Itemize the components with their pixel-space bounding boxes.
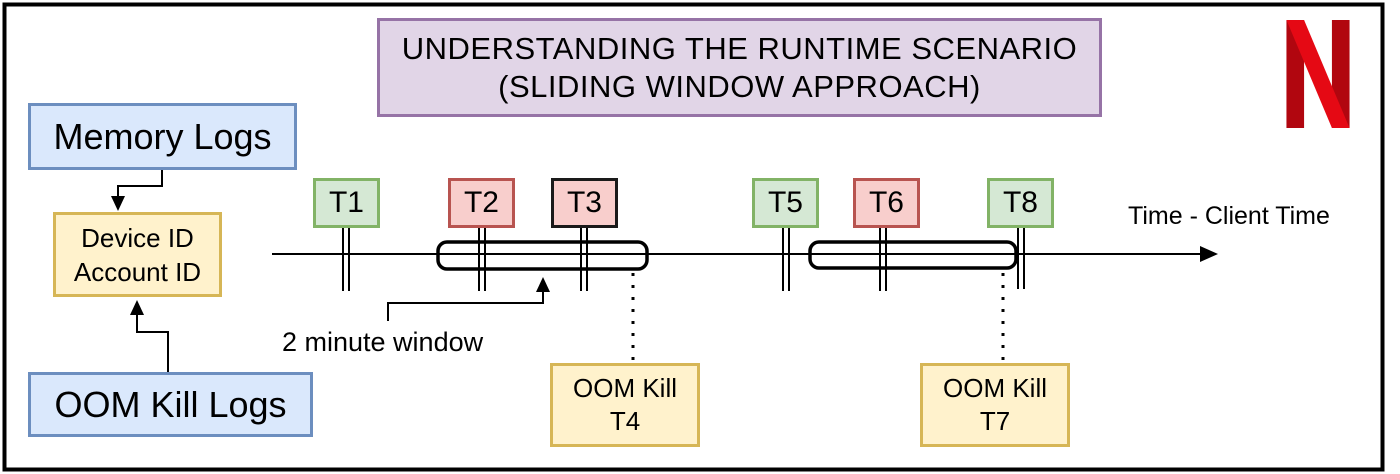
tick-t6 xyxy=(879,228,887,291)
event-box-t8: T8 xyxy=(987,178,1054,228)
tick-t1 xyxy=(342,228,350,291)
device-account-box: Device ID Account ID xyxy=(53,212,222,297)
event-box-t5: T5 xyxy=(752,178,819,228)
canvas-border xyxy=(2,2,1385,472)
window-annotation-label: 2 minute window xyxy=(282,327,484,357)
timeline-axis-label: Time - Client Time xyxy=(1128,202,1330,230)
event-box-t1: T1 xyxy=(313,178,380,228)
account-id-label: Account ID xyxy=(73,256,202,287)
tick-t8 xyxy=(1017,227,1025,289)
event-label-t1: T1 xyxy=(328,186,364,219)
oom-to-device-arrowhead-icon xyxy=(130,300,144,315)
oom-kill-t7-line2: T7 xyxy=(979,406,1011,436)
title-box: UNDERSTANDING THE RUNTIME SCENARIO (SLID… xyxy=(377,18,1102,117)
memory-logs-label: Memory Logs xyxy=(53,115,272,157)
sliding-window-1 xyxy=(436,240,649,271)
memory-to-device-arrow xyxy=(117,170,163,197)
event-label-t3: T3 xyxy=(566,186,602,219)
oom-kill-t7-line1: OOM Kill xyxy=(943,373,1047,403)
event-label-t5: T5 xyxy=(767,186,803,219)
memory-logs-box: Memory Logs xyxy=(28,103,297,170)
event-box-t2: T2 xyxy=(448,178,515,228)
window-annotation-arrowhead-icon xyxy=(536,277,550,292)
tick-t5 xyxy=(782,228,790,291)
netflix-n-icon xyxy=(1286,20,1350,128)
device-id-label: Device ID xyxy=(81,222,194,253)
title-line2: (SLIDING WINDOW APPROACH) xyxy=(498,68,981,104)
title-line1: UNDERSTANDING THE RUNTIME SCENARIO xyxy=(401,31,1078,67)
event-label-t6: T6 xyxy=(868,186,904,219)
oom-kill-logs-label: OOM Kill Logs xyxy=(54,383,287,425)
timeline-arrowhead-icon xyxy=(1200,246,1218,262)
event-label-t8: T8 xyxy=(1002,186,1038,219)
event-box-t6: T6 xyxy=(853,178,920,228)
oom-kill-logs-box: OOM Kill Logs xyxy=(28,372,313,437)
event-box-t3: T3 xyxy=(551,178,618,228)
oom-kill-t7-box: OOM Kill T7 xyxy=(920,363,1070,447)
memory-to-device-arrowhead-icon xyxy=(111,196,125,211)
sliding-window-2 xyxy=(808,240,1018,270)
oom-to-device-arrow xyxy=(136,315,169,372)
oom-kill-t4-line1: OOM Kill xyxy=(573,373,677,403)
event-label-t2: T2 xyxy=(463,186,499,219)
tick-t2 xyxy=(478,228,486,291)
oom-kill-t4-line2: T4 xyxy=(609,406,641,436)
oom-kill-t4-box: OOM Kill T4 xyxy=(550,363,700,447)
window-annotation-arrow xyxy=(387,292,544,321)
tick-t3 xyxy=(580,228,588,291)
